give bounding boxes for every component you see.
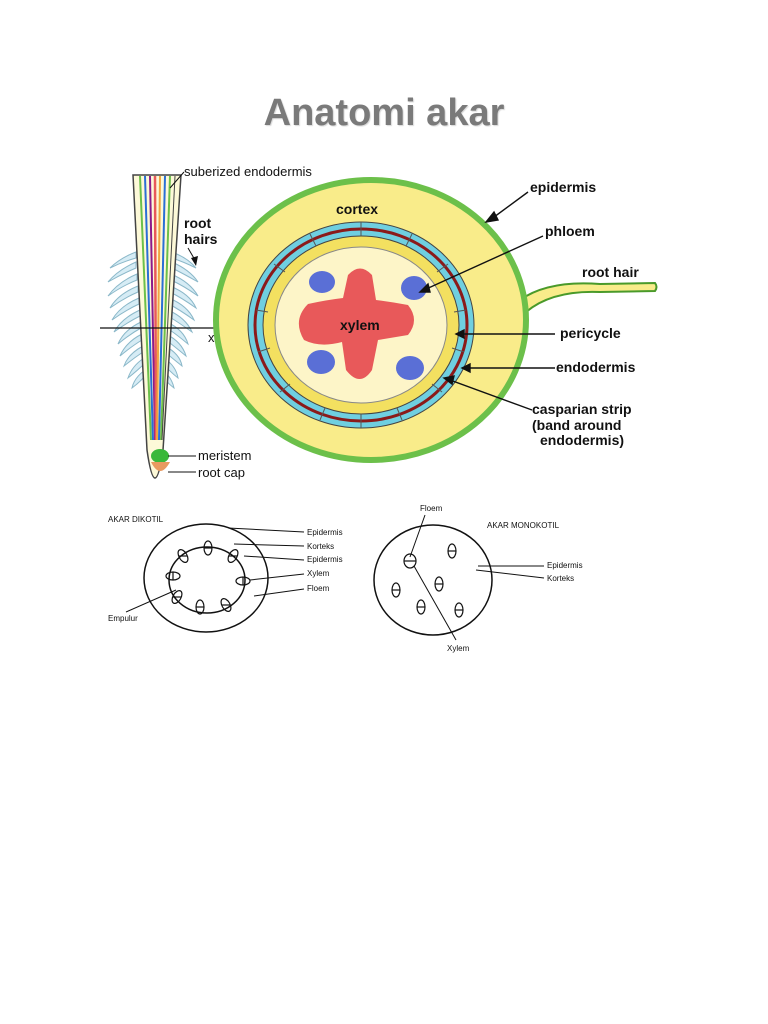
label-suberized-endodermis: suberized endodermis bbox=[184, 164, 312, 179]
label-endodermis: endodermis bbox=[556, 359, 636, 375]
label-cortex: cortex bbox=[336, 201, 378, 217]
label-root-hairs-2: hairs bbox=[184, 231, 218, 247]
dicot-label-empulur: Empulur bbox=[108, 614, 138, 623]
phloem-blob bbox=[396, 356, 424, 380]
phloem-blob bbox=[401, 276, 427, 300]
dicot-label-epidermis: Epidermis bbox=[307, 528, 343, 537]
xylem-shape bbox=[298, 268, 414, 379]
dicot-label-floem: Floem bbox=[307, 584, 330, 593]
label-casparian-strip-3: endodermis) bbox=[540, 432, 624, 448]
label-xylem: xylem bbox=[340, 317, 380, 333]
root-hairs-left bbox=[107, 251, 146, 390]
label-epidermis: epidermis bbox=[530, 179, 596, 195]
monocot-label-epidermis: Epidermis bbox=[547, 561, 583, 570]
phloem-blob bbox=[307, 350, 335, 374]
page-title: Anatomi akar bbox=[263, 92, 505, 134]
meristem-region bbox=[151, 449, 169, 463]
dicot-label-xylem: Xylem bbox=[307, 569, 330, 578]
monocot-diagram bbox=[373, 514, 545, 641]
root-cap-region bbox=[151, 462, 170, 471]
monocot-heading: AKAR MONOKOTIL bbox=[487, 521, 560, 530]
dicot-heading: AKAR DIKOTIL bbox=[108, 515, 164, 524]
root-longitudinal-section bbox=[100, 171, 240, 479]
label-casparian-strip-2: (band around bbox=[532, 417, 621, 433]
label-casparian-strip-1: casparian strip bbox=[532, 401, 632, 417]
label-pericycle: pericycle bbox=[560, 325, 621, 341]
phloem-blob bbox=[309, 271, 335, 293]
dicot-label-epidermis-2: Epidermis bbox=[307, 555, 343, 564]
root-cross-section bbox=[213, 177, 658, 463]
label-root-hairs-1: root bbox=[184, 215, 212, 231]
label-root-hair: root hair bbox=[582, 264, 639, 280]
monocot-label-korteks: Korteks bbox=[547, 574, 574, 583]
label-meristem: meristem bbox=[198, 448, 251, 463]
monocot-label-xylem: Xylem bbox=[447, 644, 470, 653]
label-root-cap: root cap bbox=[198, 465, 245, 480]
dicot-label-korteks: Korteks bbox=[307, 542, 334, 551]
label-phloem: phloem bbox=[545, 223, 595, 239]
monocot-label-floem: Floem bbox=[420, 504, 443, 513]
dicot-diagram bbox=[125, 523, 305, 633]
